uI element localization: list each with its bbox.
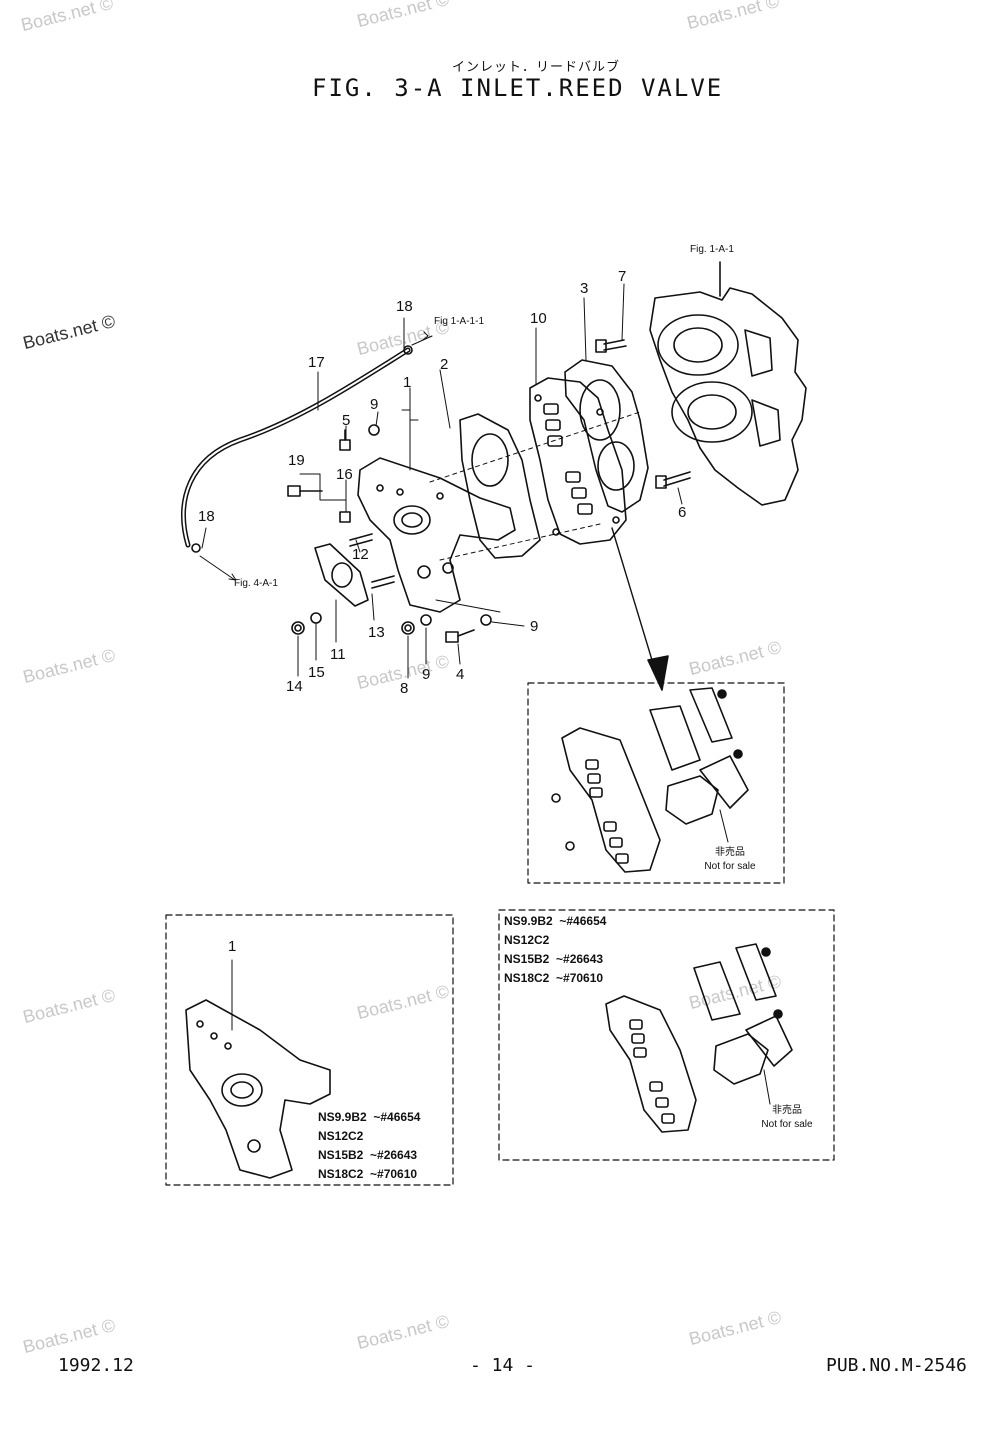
callout-9: 9: [530, 618, 539, 635]
callout-3: 3: [580, 280, 589, 297]
callout-4: 4: [456, 666, 465, 683]
serial-range: ~#70610: [556, 971, 604, 985]
gasket-11: [314, 543, 369, 607]
detail-inset-top: [527, 682, 785, 884]
model-name: NS18C2: [318, 1167, 364, 1181]
reference-fig-1-a-1-1: Fig 1-A-1-1: [434, 316, 485, 327]
model-name: NS9.9B2: [318, 1110, 367, 1124]
gasket-2: [459, 413, 541, 559]
model-list-left: NS9.9B2 ~#46654 NS12C2 NS15B2 ~#26643 NS…: [318, 1108, 420, 1184]
detail-inset-right: [498, 909, 835, 1161]
not-for-sale-note: 非売品 Not for sale: [752, 1104, 822, 1132]
callout-13: 13: [368, 624, 385, 641]
callout-1: 1: [228, 938, 237, 955]
model-name: NS9.9B2: [504, 914, 553, 928]
serial-range: ~#46654: [559, 914, 607, 928]
callout-18: 18: [198, 508, 215, 525]
serial-range: ~#70610: [370, 1167, 418, 1181]
callout-16: 16: [336, 466, 353, 483]
callout-17: 17: [308, 354, 325, 371]
detail-inset-left: [165, 914, 454, 1186]
not-for-sale-en: Not for sale: [761, 1119, 813, 1130]
footer-publication-number: PUB.NO.M-2546: [826, 1355, 967, 1376]
footer-date: 1992.12: [58, 1355, 134, 1376]
callout-10: 10: [530, 310, 547, 327]
footer-page-number: - 14 -: [470, 1355, 536, 1376]
callout-8: 8: [400, 680, 409, 697]
not-for-sale-jp: 非売品: [772, 1105, 802, 1116]
reference-fig-4-a-1: Fig. 4-A-1: [234, 578, 278, 589]
reed-valve-plate-10: [529, 377, 627, 545]
model-name: NS15B2: [318, 1148, 364, 1162]
callout-9: 9: [370, 396, 379, 413]
callout-12: 12: [352, 546, 369, 563]
callout-15: 15: [308, 664, 325, 681]
callout-11: 11: [330, 646, 346, 663]
callout-6: 6: [678, 504, 687, 521]
fasteners: [287, 339, 691, 643]
serial-range: ~#26643: [370, 1148, 418, 1162]
callout-7: 7: [618, 268, 627, 285]
leader-lines: [199, 283, 683, 679]
reference-fig-1-a-1: Fig. 1-A-1: [690, 244, 734, 255]
callout-18: 18: [396, 298, 413, 315]
crankcase-outline: [649, 261, 807, 506]
model-name: NS12C2: [318, 1129, 364, 1143]
model-name: NS18C2: [504, 971, 550, 985]
page-title: FIG. 3-A INLET.REED VALVE: [312, 74, 724, 102]
hose-17: [181, 345, 413, 553]
callout-5: 5: [342, 412, 351, 429]
callout-2: 2: [440, 356, 449, 373]
serial-range: ~#26643: [556, 952, 604, 966]
title-japanese: インレット．リードバルブ: [452, 60, 621, 75]
gasket-3: [564, 359, 649, 513]
not-for-sale-en: Not for sale: [704, 861, 756, 872]
callout-1: 1: [403, 374, 412, 391]
detail-arrow: [611, 527, 669, 691]
model-list-right: NS9.9B2 ~#46654 NS12C2 NS15B2 ~#26643 NS…: [504, 912, 606, 988]
model-name: NS15B2: [504, 952, 550, 966]
callout-14: 14: [286, 678, 303, 695]
not-for-sale-jp: 非売品: [715, 847, 745, 858]
callout-9: 9: [422, 666, 431, 683]
not-for-sale-note: 非売品 Not for sale: [700, 846, 760, 874]
model-name: NS12C2: [504, 933, 550, 947]
serial-range: ~#46654: [373, 1110, 421, 1124]
inlet-manifold-1: [357, 457, 516, 613]
callout-19: 19: [288, 452, 305, 469]
